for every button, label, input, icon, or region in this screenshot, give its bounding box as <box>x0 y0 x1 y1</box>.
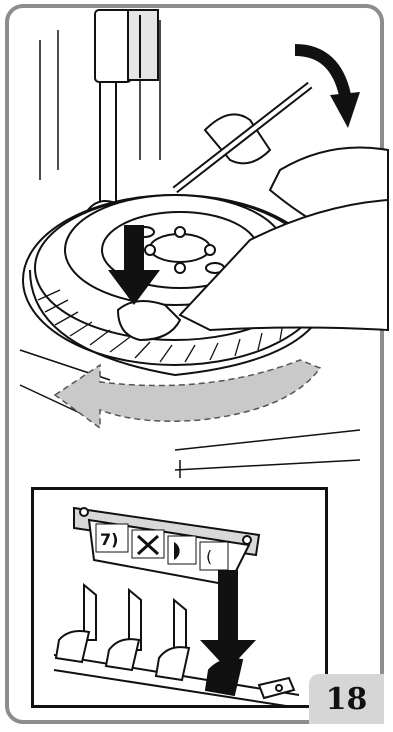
pedal-inset: 7) ( <box>31 487 328 708</box>
svg-text:(: ( <box>206 547 212 566</box>
pedal-inset-drawing: 7) ( <box>34 490 325 705</box>
pedal-2[interactable] <box>106 639 139 670</box>
rotation-arrow-icon <box>55 360 320 428</box>
base-bracket <box>259 678 294 698</box>
pedal-1[interactable] <box>56 631 89 662</box>
pedal-3[interactable] <box>156 647 189 680</box>
pedal-push-arrow-icon <box>200 570 256 670</box>
figure-number-badge: 18 <box>309 674 384 724</box>
svg-text:7): 7) <box>100 530 118 549</box>
